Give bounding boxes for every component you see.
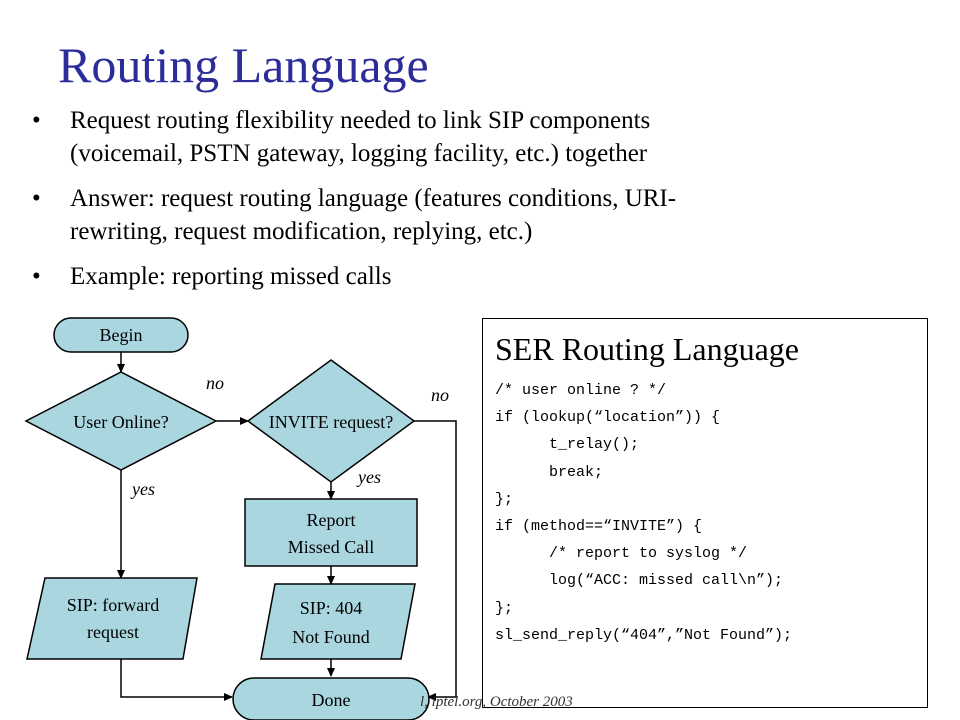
- begin-label: Begin: [100, 325, 143, 345]
- yes-label-invite: yes: [356, 467, 381, 487]
- code-panel: SER Routing Language /* user online ? */…: [482, 318, 928, 708]
- bullet-dot-icon: •: [32, 263, 41, 290]
- code-line: if (method==“INVITE”) {: [495, 517, 703, 535]
- report-label-line1: Report: [307, 510, 356, 530]
- bullet-text-line: (voicemail, PSTN gateway, logging facili…: [70, 140, 648, 167]
- forward-label-line2: request: [87, 622, 139, 642]
- no-label-invite: no: [431, 385, 449, 405]
- missed-call-flowchart: Begin User Online? INVITE request? Repor…: [24, 317, 457, 720]
- bullet-item: • Answer: request routing language (feat…: [30, 182, 910, 248]
- connector-forward-to-done: [120, 659, 233, 701]
- no-label-online: no: [206, 373, 224, 393]
- code-line: log(“ACC: missed call\n”);: [495, 572, 784, 590]
- flow-shapes: [24, 317, 430, 720]
- bullet-list: • Request routing flexibility needed to …: [30, 104, 910, 305]
- user-online-label: User Online?: [73, 412, 168, 432]
- sip-404-not-found-io: [260, 583, 416, 660]
- bullet-dot-icon: •: [32, 107, 41, 134]
- bullet-text-line: Request routing flexibility needed to li…: [70, 107, 651, 134]
- code-line: t_relay();: [495, 436, 640, 454]
- notfound-label-line1: SIP: 404: [300, 598, 363, 618]
- sip-forward-request-io: [26, 577, 198, 660]
- report-missed-call-process: [244, 498, 418, 567]
- slide-footer: l, iptel.org, October 2003: [420, 694, 573, 710]
- bullet-dot-icon: •: [32, 185, 41, 212]
- begin-terminal: [53, 317, 189, 353]
- bullet-item: • Example: reporting missed calls: [30, 260, 910, 293]
- forward-label-line1: SIP: forward: [67, 595, 160, 615]
- connector-invite-no-to-done: [414, 420, 457, 701]
- code-listing: /* user online ? */ if (lookup(“location…: [495, 377, 792, 649]
- code-line: };: [495, 490, 514, 508]
- report-label-line2: Missed Call: [288, 537, 375, 557]
- invite-request-label: INVITE request?: [269, 412, 393, 432]
- code-line: sl_send_reply(“404”,”Not Found”);: [495, 626, 793, 644]
- slide-title: Routing Language: [58, 37, 429, 93]
- notfound-label-line2: Not Found: [292, 627, 370, 647]
- yes-label-online: yes: [130, 479, 155, 499]
- code-line: /* report to syslog */: [495, 545, 748, 563]
- done-label: Done: [312, 690, 351, 710]
- flow-connectors: [117, 352, 457, 701]
- bullet-item: • Request routing flexibility needed to …: [30, 104, 910, 170]
- code-line: break;: [495, 463, 604, 481]
- user-online-decision: [24, 371, 218, 471]
- code-panel-title: SER Routing Language: [495, 331, 799, 367]
- bullet-text-line: Answer: request routing language (featur…: [70, 185, 677, 212]
- code-line: if (lookup(“location”)) {: [495, 409, 721, 427]
- bullet-text-line: rewriting, request modification, replyin…: [70, 218, 533, 245]
- done-terminal: [232, 677, 430, 720]
- bullet-text-line: Example: reporting missed calls: [70, 263, 392, 290]
- code-line: };: [495, 599, 514, 617]
- code-line: /* user online ? */: [495, 382, 667, 399]
- invite-request-decision: [246, 359, 416, 483]
